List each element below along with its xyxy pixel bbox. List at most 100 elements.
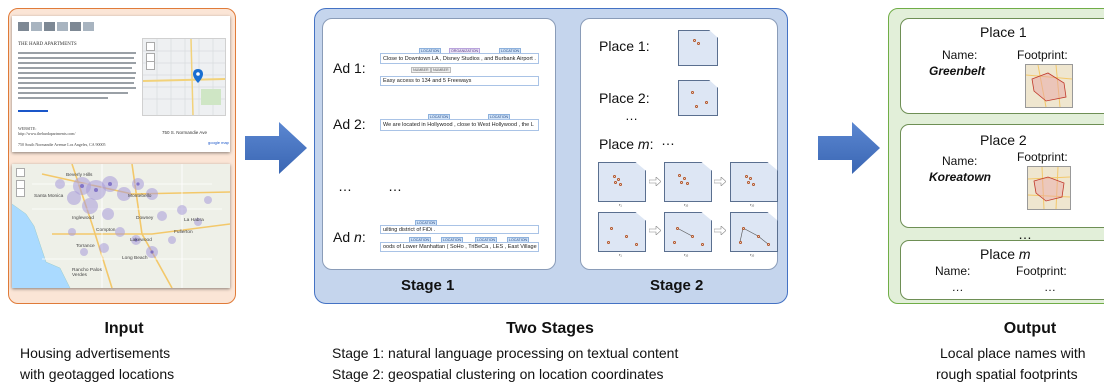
input-caption-title: Input [104,320,144,337]
map-place-name: Beverly Hills [66,173,93,178]
ad-text-box: Close to Downtown LA , Disney Studios , … [380,53,539,64]
place-card-title-var: m [1018,246,1031,262]
region-map-with-listings: Beverly Hills Santa Monica Montebello In… [12,164,230,288]
clustering-step-card [730,212,778,252]
footprint-map [1025,64,1073,108]
step-caption: r₁ [619,252,622,257]
ad-label: Ad n: [333,229,366,245]
ad-text-line [18,67,132,69]
place-label-suffix: : [649,136,654,152]
flow-arrow-stages-to-output [818,122,880,174]
ad-text-line [18,92,128,94]
step-arrow-icon [649,177,661,186]
map-place-name: Compton [96,228,116,233]
ad-text-box: uilting district of FiDi . [380,225,539,234]
step-arrow-icon [714,177,726,186]
ellipsis: … [338,178,352,194]
name-label: Name: [942,154,978,168]
ad-footer-address: 750 South Normandie Avenue Los Angeles, … [18,142,106,147]
ad-text-box: Easy access to 134 and 5 Freeways [380,76,539,86]
ad-map-link[interactable]: google map [208,140,229,145]
place-name: Greenbelt [929,64,986,78]
clustering-step-card [598,212,646,252]
map-place-name: Rancho Palos Verdes [72,268,102,278]
name-label: Name: [935,264,971,278]
ad-label-suffix: : [361,229,366,245]
ad-label: Ad 1: [333,60,366,76]
step-caption: r₁₀ [684,252,689,257]
map-place-name: Montebello [128,194,152,199]
name-placeholder: … [952,280,964,294]
ner-tag-number: NUMBER [431,67,451,73]
map-place-name: Santa Monica [34,194,64,199]
clustering-step-card [664,162,712,202]
stage1-title: Stage 1 [401,277,455,294]
clustering-step-card [664,212,712,252]
step-caption: r₁₀ [750,202,755,207]
ad-website-label: WEBSITE: [18,126,37,131]
street-grid [143,39,225,115]
place-card-title-prefix: Place [980,246,1019,262]
cluster-card [678,80,718,116]
map-place-name: La Habra [184,218,204,223]
ad-photo [18,22,29,31]
ellipsis: … [388,178,402,194]
place-card [900,240,1104,300]
region-map-base [12,164,230,288]
ad-link-line [18,110,48,112]
name-label: Name: [942,48,978,62]
ad-text-box: oods of Lower Manhattan ( SoHo , TriBeCa… [380,242,539,252]
footprint-label: Footprint: [1017,48,1068,62]
clustering-step-card [598,162,646,202]
zoom-out-icon[interactable] [16,188,25,197]
ad-photo [57,22,68,31]
ad-text-line [18,87,136,89]
place-card-title: Place m [980,246,1031,262]
output-caption-title: Output [1003,320,1057,337]
ad-text-line [18,97,108,99]
ad-map-address: 750 S. Normandie Ave [162,130,207,135]
ad-text-line [18,72,136,74]
step-caption: r₁₀ [684,202,689,207]
fullscreen-icon[interactable] [146,42,155,51]
ad-photo [31,22,42,31]
stages-caption-line: Stage 2: geospatial clustering on locati… [332,366,664,382]
footprint-label: Footprint: [1016,264,1067,278]
ad-photo [44,22,55,31]
cluster-card [678,30,718,66]
ad-text-box: We are located in Hollywood , close to W… [380,119,539,131]
place-label: Place m: [599,136,653,152]
stages-caption-line: Stage 1: natural language processing on … [332,345,679,361]
place-name: Koreatown [929,170,992,184]
output-caption-line: Local place names with [940,345,1086,361]
footprint-map [1027,166,1071,210]
fullscreen-icon[interactable] [16,168,25,177]
ad-website: WEBSITE: http://www.thehardapartments.co… [18,126,76,136]
footprint-label: Footprint: [1017,150,1068,164]
housing-ad-screenshot: THE HARD APARTMENTS WEBSITE: http://www.… [12,16,230,152]
step-arrow-icon [714,226,726,235]
input-caption-line: Housing advertisements [20,345,171,361]
ad-text-line [18,82,134,84]
clustering-step-card [730,162,778,202]
zoom-out-icon[interactable] [146,61,155,70]
ad-text-line [18,52,136,54]
place-label-var: m [637,136,650,152]
place-label-prefix: Place [599,136,638,152]
ellipsis: … [661,132,675,148]
ad-text-line [18,77,135,79]
location-pin-icon [193,69,203,83]
map-place-name: Downey [136,216,154,221]
map-place-name: Inglewood [72,216,94,221]
ner-tag-number: NUMBER [411,67,431,73]
ad-label-var: n [354,229,362,245]
ad-photo [70,22,81,31]
step-arrow-icon [649,226,661,235]
map-place-name: Torrance [76,244,95,249]
ad-label-prefix: Ad [333,229,355,245]
place-label: Place 2: [599,90,650,106]
output-caption-line: rough spatial footprints [936,366,1078,382]
map-place-name: Fullerton [174,230,193,235]
map-place-name: Lakewood [130,238,152,243]
ellipsis: … [1018,226,1032,242]
